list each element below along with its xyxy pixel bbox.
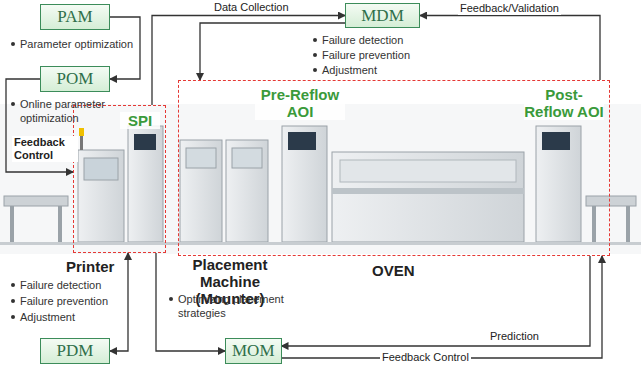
edge-label: Feedback Control bbox=[12, 136, 78, 162]
printer-spi-region: SPI bbox=[73, 105, 166, 253]
bullet-note: Adjustment bbox=[10, 310, 130, 324]
label-text: Failure detection bbox=[322, 34, 403, 46]
label-text: Parameter optimization bbox=[20, 38, 133, 50]
bullet-note: Failure prevention bbox=[312, 48, 442, 62]
bullet-note: Failure detection bbox=[10, 278, 130, 292]
bullet-note: Parameter optimization bbox=[10, 37, 150, 51]
bullet-note: Failure prevention bbox=[10, 294, 130, 308]
bullet-note: Online parameter optimization bbox=[10, 97, 135, 125]
machine-label: Printer bbox=[66, 258, 126, 275]
pdm-box: PDM bbox=[40, 338, 110, 364]
label-text: Adjustment bbox=[20, 311, 75, 323]
edge-label: Feedback/Validation bbox=[458, 2, 561, 15]
label-text: Online parameter optimization bbox=[20, 98, 105, 124]
label-text: OVEN bbox=[372, 262, 415, 279]
bullet-dot bbox=[11, 42, 15, 46]
edge-label: Feedback Control bbox=[380, 351, 471, 364]
label-text: Failure prevention bbox=[20, 295, 108, 307]
bullet-dot bbox=[11, 102, 15, 106]
flow-connector bbox=[282, 256, 602, 358]
bullet-dot bbox=[11, 283, 15, 287]
mdm-box: MDM bbox=[345, 3, 420, 28]
bullet-note: Optimizing placement strategies bbox=[168, 292, 308, 320]
module-name: MOM bbox=[232, 341, 275, 361]
label-text: Failure prevention bbox=[322, 49, 410, 61]
bullet-note: Adjustment bbox=[312, 63, 442, 77]
bullet-note: Failure detection bbox=[312, 33, 442, 47]
flow-connector bbox=[420, 16, 600, 81]
label-text: Failure detection bbox=[20, 279, 101, 291]
flow-connector bbox=[282, 256, 590, 346]
stage-label: Post-Reflow AOI bbox=[524, 86, 604, 120]
reflow-region: Pre-Reflow AOI Post-Reflow AOI bbox=[178, 80, 610, 256]
bullet-dot bbox=[11, 315, 15, 319]
pom-box: POM bbox=[40, 66, 110, 92]
machine-label: OVEN bbox=[372, 262, 432, 279]
edge-label: Data Collection bbox=[212, 1, 291, 14]
module-name: PAM bbox=[57, 7, 92, 27]
label-text: Adjustment bbox=[322, 64, 377, 76]
stage-label: SPI bbox=[120, 112, 160, 129]
mom-box: MOM bbox=[225, 338, 282, 364]
module-name: MDM bbox=[361, 6, 404, 26]
module-name: POM bbox=[57, 69, 94, 89]
label-text: Optimizing placement strategies bbox=[178, 293, 284, 319]
pam-box: PAM bbox=[40, 4, 110, 30]
bullet-dot bbox=[11, 299, 15, 303]
stage-label: Pre-Reflow AOI bbox=[255, 86, 345, 120]
bullet-dot bbox=[169, 297, 173, 301]
bullet-dot bbox=[313, 53, 317, 57]
bullet-dot bbox=[313, 68, 317, 72]
label-text: Printer bbox=[66, 258, 114, 275]
module-name: PDM bbox=[57, 341, 94, 361]
edge-label: Prediction bbox=[488, 330, 541, 343]
bullet-dot bbox=[313, 38, 317, 42]
